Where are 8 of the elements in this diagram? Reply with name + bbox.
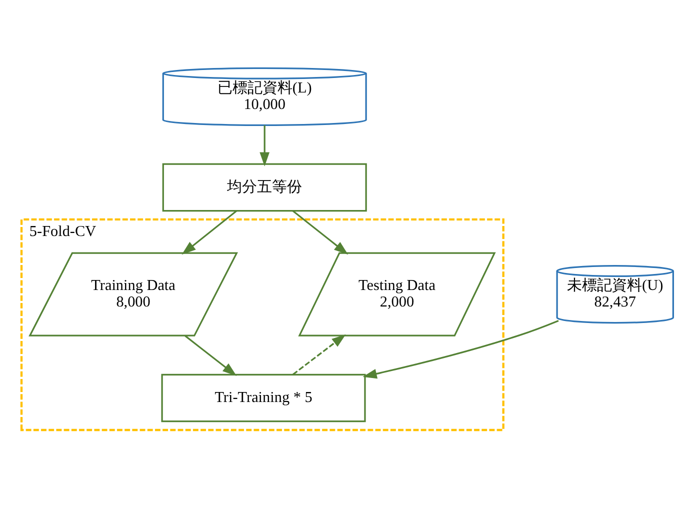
arrow [184,334,237,376]
node-box: 均分五等份 [162,162,367,212]
arrow [292,334,346,375]
arrow [362,319,559,378]
arrow [260,124,270,166]
arrow [292,210,348,254]
arrow [182,210,237,254]
node-box: Tri-Training * 5 [161,373,366,422]
